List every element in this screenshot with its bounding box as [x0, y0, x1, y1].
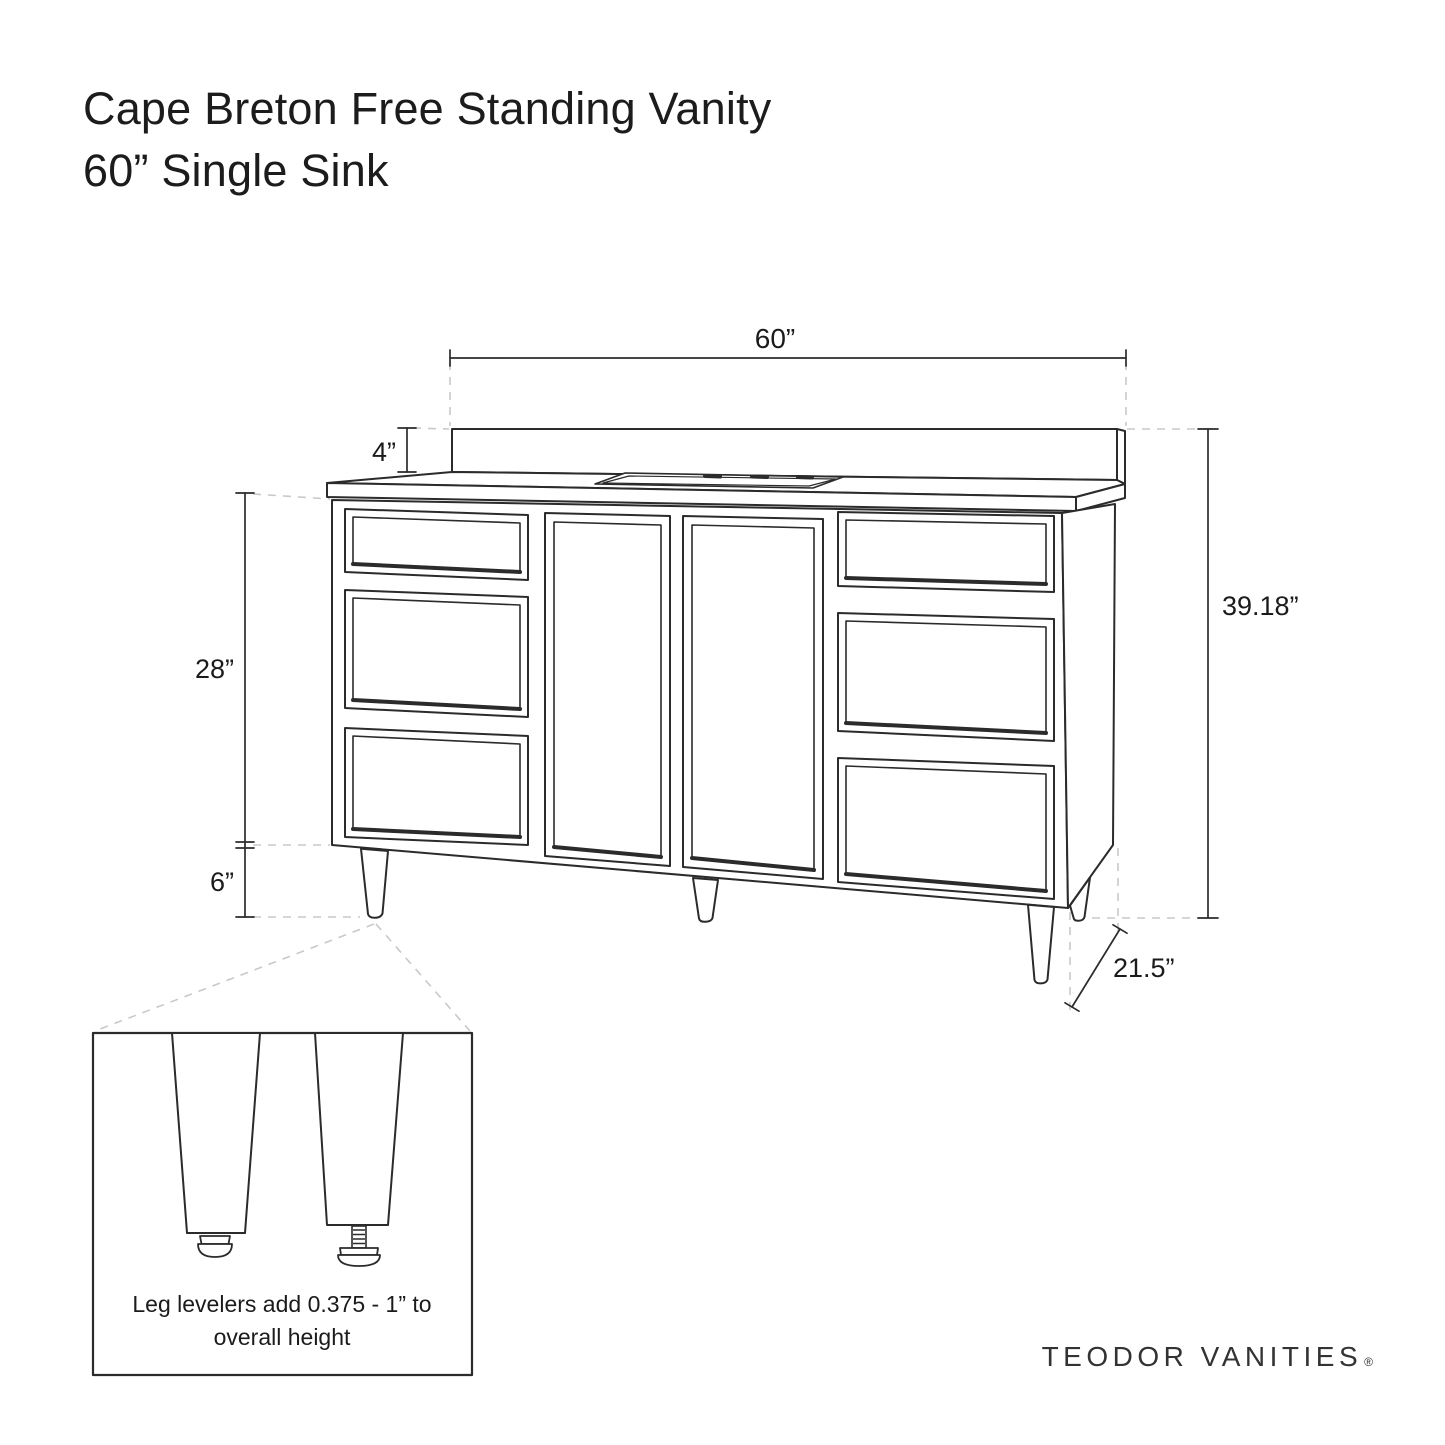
drawer-left-top	[344, 508, 529, 581]
inset-caption-line1: Leg levelers add 0.375 - 1” to	[132, 1291, 432, 1317]
page-title-line1: Cape Breton Free Standing Vanity	[83, 83, 772, 134]
dim-label-backsplash-height: 4”	[371, 437, 396, 467]
leg-back-center	[692, 877, 719, 923]
inset-leg-right	[314, 1032, 404, 1267]
dimension-width	[449, 349, 1127, 367]
dim-label-cabinet-height: 28”	[194, 654, 234, 684]
leg-front-right	[1027, 903, 1055, 985]
leg-back-right	[1069, 876, 1091, 922]
registered-mark: ®	[1364, 1355, 1373, 1369]
drawer-left-bottom	[344, 727, 529, 846]
drawer-left-middle	[344, 589, 529, 718]
dim-label-leg-height: 6”	[209, 867, 234, 897]
extension-lines	[252, 362, 1199, 1010]
brand-logo: TEODOR VANITIES®	[1042, 1341, 1373, 1373]
dim-label-depth: 21.5”	[1113, 953, 1175, 983]
door-left	[544, 512, 671, 867]
drawer-right-middle	[837, 612, 1055, 742]
sink-cutout	[594, 472, 844, 489]
inset-caption: Leg levelers add 0.375 - 1” to overall h…	[97, 1288, 467, 1353]
inset-leg-left	[171, 1032, 261, 1258]
dim-label-overall-height: 39.18”	[1222, 591, 1299, 621]
page-title: Cape Breton Free Standing Vanity 60” Sin…	[83, 78, 771, 202]
leader-lines	[94, 923, 471, 1032]
dimension-backsplash-height	[397, 427, 417, 473]
leg-front-left	[360, 847, 389, 919]
drawer-right-bottom	[837, 757, 1055, 900]
dimension-depth	[1064, 923, 1128, 1013]
dimension-cabinet-height	[235, 492, 255, 846]
inset-caption-line2: overall height	[213, 1323, 351, 1350]
dimension-overall-height	[1197, 428, 1219, 919]
leg-leveler-inset	[91, 1031, 474, 1377]
cabinet-side-panel	[1061, 503, 1116, 909]
drawer-right-top	[837, 511, 1055, 593]
page-title-line2: 60” Single Sink	[83, 145, 389, 196]
dimension-leg-height	[235, 844, 255, 918]
dim-label-width: 60”	[754, 323, 796, 354]
faucet-holes	[703, 474, 814, 480]
vanity-legs	[360, 847, 1091, 985]
door-right	[682, 515, 824, 880]
brand-logo-text: TEODOR VANITIES	[1041, 1341, 1363, 1372]
